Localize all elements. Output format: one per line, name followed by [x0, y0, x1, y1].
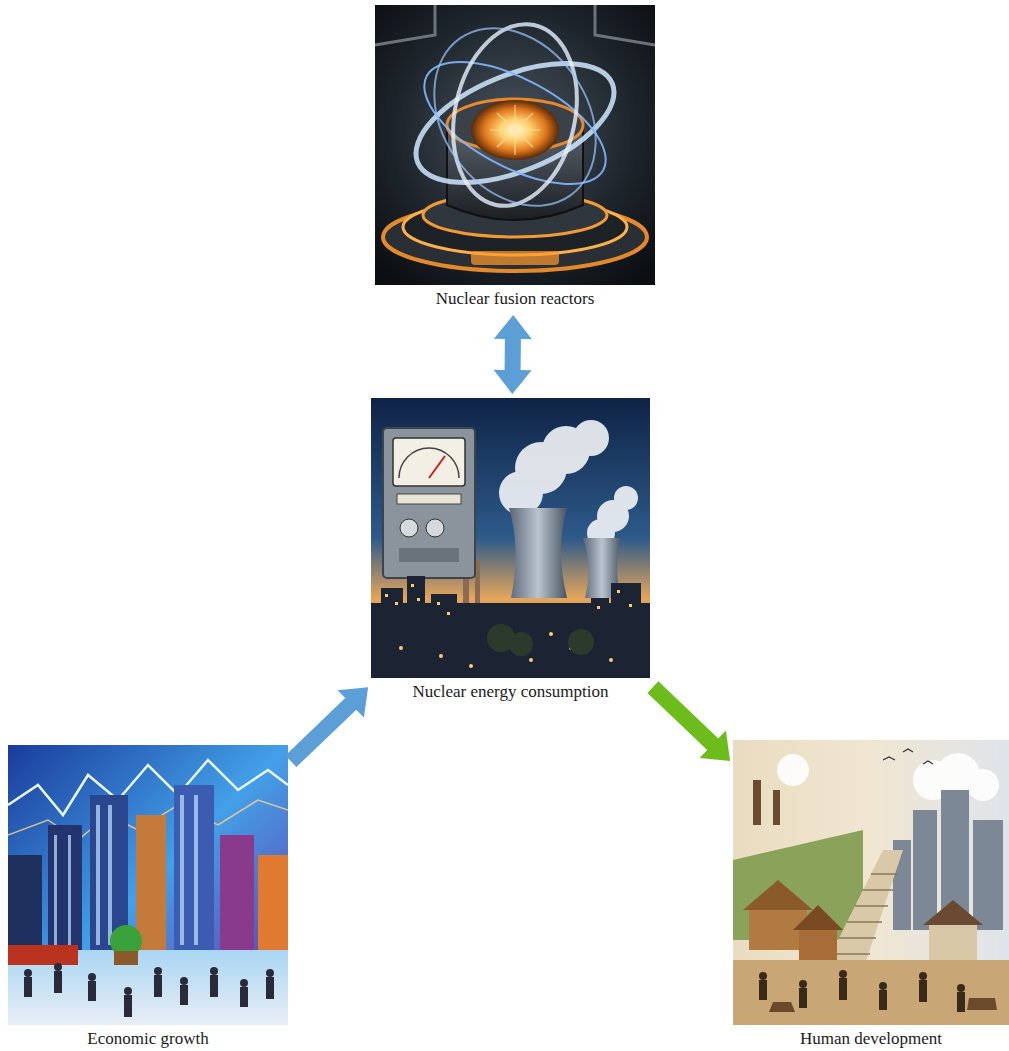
block-arrow [285, 687, 368, 767]
human-development-illustration [733, 740, 1009, 1025]
node-caption: Nuclear energy consumption [371, 682, 650, 702]
picture-node: Nuclear energy consumption [371, 398, 650, 704]
block-arrow [494, 315, 532, 394]
picture-node: Nuclear fusion reactors [375, 5, 655, 311]
node-caption: Human development [733, 1029, 1009, 1049]
node-caption: Economic growth [8, 1029, 288, 1049]
node-caption: Nuclear fusion reactors [375, 289, 655, 309]
economic-growth-illustration [8, 745, 288, 1025]
picture-node: Economic growth [8, 745, 288, 1051]
block-arrow [647, 681, 730, 761]
picture-node: Human development [733, 740, 1009, 1051]
fusion-reactor-illustration [375, 5, 655, 285]
nuclear-plant-illustration [371, 398, 650, 678]
